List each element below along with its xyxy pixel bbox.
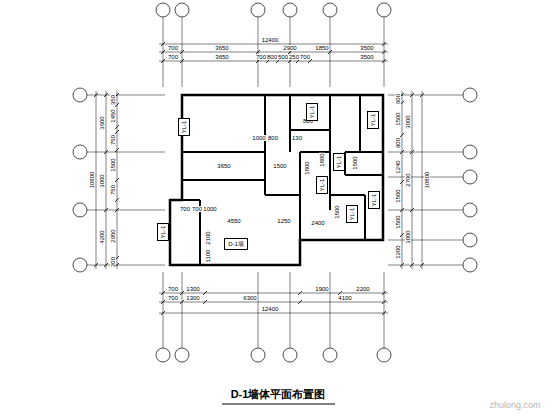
dimension-text: 1450	[110, 108, 116, 123]
dimension-text: 750	[110, 184, 116, 196]
dimension-text: 1500	[110, 157, 116, 172]
dimension-text: 2950	[110, 228, 116, 243]
column-tag: YL-1	[368, 191, 380, 210]
dimension-lines	[94, 42, 424, 315]
dimension-text: 1500	[272, 163, 287, 169]
dimension-text: 1800	[319, 152, 325, 167]
dimension-text: 10800	[89, 171, 95, 190]
tag-text: YL-1	[160, 226, 166, 239]
dimension-text: 800	[267, 135, 279, 141]
dimension-text: 3650	[214, 45, 229, 51]
tag-text: YL-1	[181, 121, 187, 134]
dimension-text: 350	[110, 94, 116, 106]
tag-text: YL-1	[319, 179, 325, 192]
tag-text: YL-1	[371, 194, 377, 207]
wall-plan	[170, 95, 383, 265]
dimension-text: 600	[395, 93, 401, 105]
dimension-text: 3500	[359, 54, 374, 60]
dimension-text: 200	[110, 256, 116, 268]
drawing-title: D-1墙体平面布置图	[229, 389, 328, 400]
dimension-text: 130	[291, 135, 303, 141]
dimension-text: 1900	[314, 286, 329, 292]
dimension-text: 3650	[216, 163, 231, 169]
dimension-text: 1240	[395, 159, 401, 174]
column-tag: YL-1	[157, 223, 169, 242]
dimension-text: 1850	[314, 45, 329, 51]
dimension-text: 700	[167, 45, 179, 51]
dimension-text: 2100	[205, 230, 211, 245]
dimension-text: 1800	[304, 160, 310, 175]
dimension-text: 700	[191, 206, 203, 212]
dimension-text: 2200	[355, 286, 370, 292]
dimension-text: 700	[167, 286, 179, 292]
dimension-text: 1500	[395, 188, 401, 203]
dimension-text: 2400	[310, 220, 325, 226]
dimension-text: 1000	[251, 135, 266, 141]
column-tag: YL-1	[316, 176, 328, 195]
axis-grid	[73, 3, 477, 362]
wall-tag: D-1墙	[224, 238, 248, 250]
dimension-text: 1500	[334, 204, 340, 219]
dimension-text: 1000	[202, 206, 217, 212]
dimension-text: 1500	[352, 155, 358, 170]
dimension-text: 700	[179, 206, 191, 212]
dimension-text: 750	[110, 134, 116, 146]
dimension-text: 700	[167, 54, 179, 60]
dimension-text: 1250	[276, 218, 291, 224]
dimension-text: 10800	[424, 171, 430, 190]
dimension-text: 3000	[405, 114, 411, 129]
dimension-text: 1300	[185, 295, 200, 301]
column-tag: YL-1	[367, 111, 379, 130]
tag-text: YL-1	[336, 156, 342, 169]
dimension-text: 6300	[242, 295, 257, 301]
dimension-text: 2700	[405, 172, 411, 187]
tag-text: YL-1	[349, 208, 355, 221]
tag-text: YL-1	[370, 114, 376, 127]
dimension-text: 3600	[99, 115, 105, 130]
dimension-text: 3000	[99, 173, 105, 188]
tag-text: D-1墙	[228, 241, 244, 247]
dimension-text: 900	[395, 137, 401, 149]
dimension-text: 700	[299, 54, 311, 60]
title-underline	[222, 403, 335, 404]
column-tag: YL-1	[346, 205, 358, 224]
dimension-text: 4100	[337, 295, 352, 301]
dimension-text: 4200	[99, 229, 105, 244]
dimension-text: 12400	[261, 306, 280, 312]
column-tag: YL-1	[178, 118, 190, 137]
dimension-text: 1500	[395, 214, 401, 229]
watermark: zhulong.com	[488, 401, 541, 410]
dimension-text: 3650	[214, 54, 229, 60]
column-tag: YL-1	[333, 153, 345, 172]
column-tag: YL-1	[306, 103, 318, 122]
dimension-text: 3500	[359, 45, 374, 51]
dimension-text: 12400	[261, 37, 280, 43]
dimension-text: 3000	[405, 229, 411, 244]
dimension-text: 1200	[395, 244, 401, 259]
dimension-text: 2900	[282, 45, 297, 51]
dimension-text: 1500	[395, 111, 401, 126]
tag-text: YL-1	[309, 106, 315, 119]
dimension-text: 700	[167, 295, 179, 301]
dimension-text: 1300	[185, 286, 200, 292]
dimension-text: 4550	[226, 218, 241, 224]
dimension-text: 1100	[205, 249, 211, 264]
